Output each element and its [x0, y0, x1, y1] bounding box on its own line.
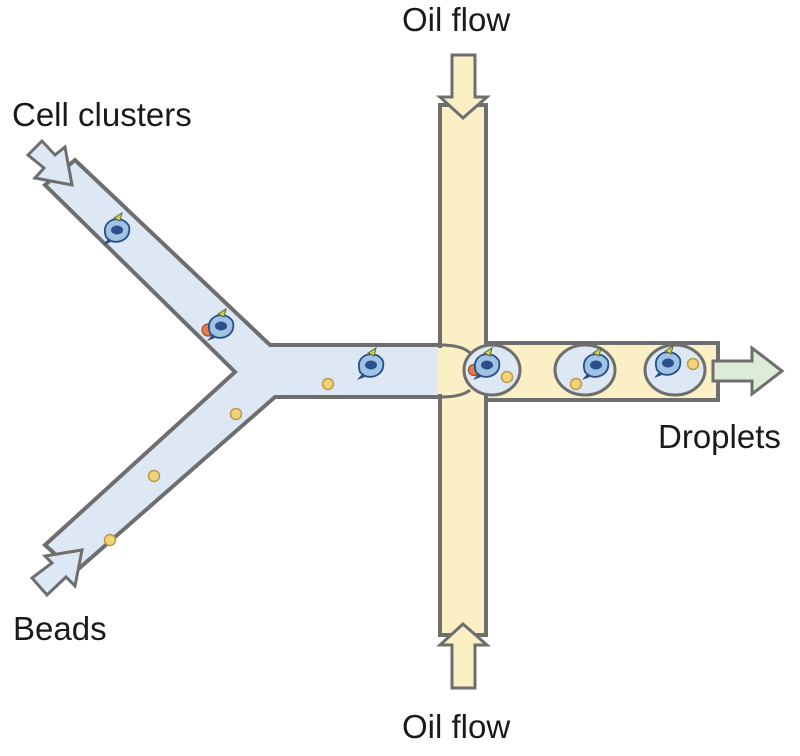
droplets-outlet-arrow — [711, 344, 785, 398]
label-beads: Beads — [13, 610, 107, 647]
label-oil-flow-bottom: Oil flow — [402, 708, 511, 745]
oil-flow-bottom-arrow — [436, 621, 491, 690]
bead — [103, 533, 117, 547]
bead — [686, 357, 700, 371]
junction-edge — [439, 343, 472, 399]
beads-inlet-arrow — [29, 548, 84, 598]
label-oil-flow-top: Oil flow — [402, 1, 511, 38]
aqueous-channel — [42, 157, 442, 575]
bead — [500, 370, 514, 384]
label-droplets: Droplets — [658, 418, 781, 455]
bead — [569, 377, 583, 391]
oil-flow-top-arrow — [436, 53, 491, 121]
cell-cluster — [467, 347, 501, 381]
bead — [147, 469, 161, 483]
cell-clusters-inlet-arrow — [25, 138, 74, 187]
cell-cluster — [201, 308, 235, 342]
bead — [229, 407, 243, 421]
bead — [321, 377, 335, 391]
label-cell-clusters: Cell clusters — [12, 96, 192, 133]
